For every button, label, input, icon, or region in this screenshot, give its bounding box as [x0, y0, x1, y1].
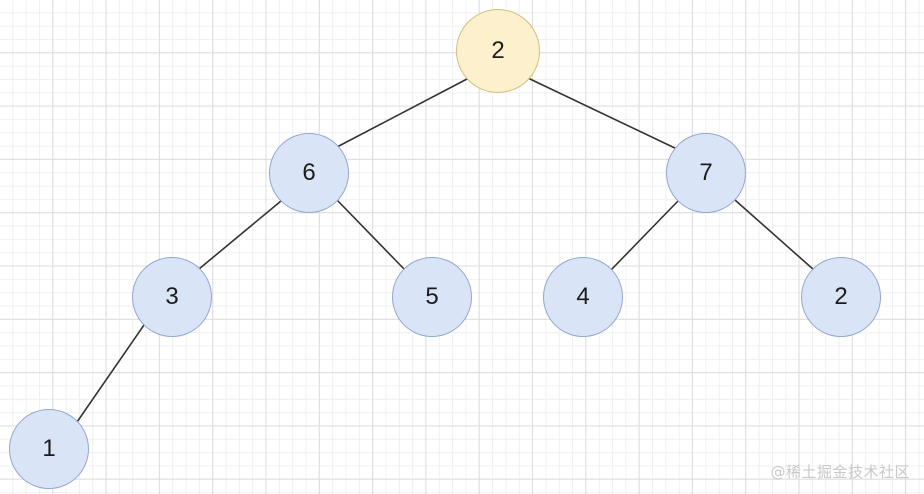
tree-edge-n6-n3	[198, 200, 282, 270]
tree-node-n4[interactable]: 4	[543, 257, 623, 337]
tree-node-root[interactable]: 2	[456, 9, 540, 93]
tree-node-n6[interactable]: 6	[269, 133, 349, 213]
tree-edge-n6-n5	[337, 200, 406, 271]
tree-node-label: 2	[491, 37, 505, 64]
tree-node-label: 5	[425, 283, 439, 310]
tree-node-n2b[interactable]: 2	[801, 257, 881, 337]
tree-node-n3[interactable]: 3	[132, 257, 212, 337]
tree-node-n7[interactable]: 7	[666, 133, 746, 213]
tree-edge-n7-n2b	[734, 199, 815, 271]
watermark-text: @稀土掘金技术社区	[770, 463, 910, 481]
tree-node-label: 6	[302, 159, 316, 186]
tree-edge-root-n7	[529, 78, 680, 151]
tree-node-label: 4	[576, 283, 590, 310]
tree-node-label: 1	[42, 435, 56, 462]
tree-node-n5[interactable]: 5	[392, 257, 472, 337]
tree-edge-n3-n1	[76, 324, 145, 423]
tree-edge-root-n6	[336, 78, 468, 148]
tree-node-n1[interactable]: 1	[9, 409, 89, 489]
tree-node-label: 3	[165, 283, 179, 310]
tree-node-label: 2	[834, 283, 848, 310]
tree-node-label: 7	[699, 159, 713, 186]
tree-edge-n7-n4	[610, 200, 679, 271]
